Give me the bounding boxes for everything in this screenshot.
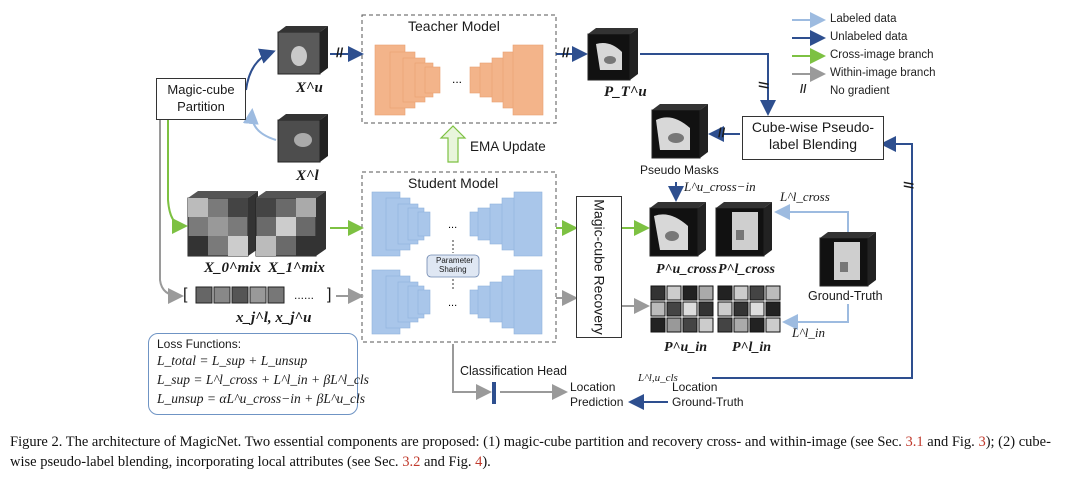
figure-caption: Figure 2. The architecture of MagicNet. … <box>10 432 1072 472</box>
arrow-student-to-classhead <box>452 344 492 400</box>
label-lcross-l: L^l_cross <box>780 189 830 204</box>
xl-cube <box>277 114 328 163</box>
label-lin-l: L^l_in <box>792 325 825 340</box>
legend-no-gradient-mark: // <box>800 84 807 96</box>
legend-cross: Cross-image branch <box>830 49 934 61</box>
recovery-label: Magic-cube Recovery <box>591 199 608 335</box>
magic-cube-partition-box: Magic-cube Partition <box>156 78 246 120</box>
parameter-sharing-box <box>426 254 480 278</box>
x1mix-cube <box>255 191 326 257</box>
pcross-l-cube <box>715 202 772 257</box>
architecture-diagram: ... ... ... <box>159 12 913 410</box>
student-model-label: Student Model <box>408 175 499 191</box>
student-layers-bottom <box>371 269 543 335</box>
label-lcross-in: L^u_cross−in <box>684 179 756 194</box>
ground-truth-label: Ground-Truth <box>808 289 883 303</box>
ema-update-label: EMA Update <box>470 139 546 154</box>
blending-label-line1: Cube-wise Pseudo- <box>751 119 875 135</box>
pin-u-grid <box>650 285 714 333</box>
caption-ref-fig-4[interactable]: 4 <box>475 454 483 470</box>
magic-cube-recovery-box: Magic-cube Recovery <box>576 196 622 338</box>
arrow-pin-to-blending <box>712 136 913 379</box>
teacher-ellipsis: ... <box>452 72 462 86</box>
caption-mid2: ); (2) cube-wise pseudo-label blending, … <box>10 434 1051 470</box>
arrow-xl-to-partition <box>242 108 277 141</box>
caption-mid1: and Fig. <box>923 434 979 450</box>
patch-close-bracket: ] <box>327 286 332 303</box>
ground-truth-cube <box>819 232 876 287</box>
label-x0mix: X_0^mix <box>204 260 261 276</box>
x0mix-cube <box>187 191 258 257</box>
legend-within: Within-image branch <box>830 67 936 79</box>
location-gt-line2: Ground-Truth <box>672 395 744 409</box>
caption-ref-fig-3[interactable]: 3 <box>978 434 986 450</box>
label-lcls: L^l,u_cls <box>638 372 678 384</box>
no-gradient-mark-loop: // <box>900 181 916 189</box>
student-layers-top <box>371 191 543 257</box>
ema-arrow <box>439 125 467 163</box>
label-xl: X^l <box>296 168 319 184</box>
caption-mid3: and Fig. <box>420 454 476 470</box>
label-pcross-u: P^u_cross <box>656 262 717 277</box>
pseudo-masks-label: Pseudo Masks <box>640 163 719 177</box>
location-prediction-line1: Location <box>570 380 616 394</box>
no-gradient-mark-masks: // <box>718 125 726 140</box>
caption-prefix: Figure 2. The architecture of MagicNet. … <box>10 434 906 450</box>
location-prediction-line2: Prediction <box>570 395 624 409</box>
pseudo-mask-cube <box>651 104 708 159</box>
label-pt: P_T^u <box>604 84 647 100</box>
label-pcross-l: P^l_cross <box>718 262 775 277</box>
loss-unsup: L_unsup = αL^u_cross−in + βL^u_cls <box>157 391 366 406</box>
caption-suffix: ). <box>482 454 491 470</box>
legend-labeled: Labeled data <box>830 13 897 25</box>
loss-functions-box: Loss Functions: L_total = L_sup + L_unsu… <box>148 333 369 415</box>
classification-head-bar <box>492 382 496 404</box>
partition-label-line1: Magic-cube <box>167 82 235 97</box>
cube-wise-blending-box: Cube-wise Pseudo- label Blending <box>742 116 884 160</box>
label-pin-u: P^u_in <box>664 340 707 355</box>
classification-head-label: Classification Head <box>460 364 567 378</box>
patch-ellipsis: ...... <box>294 288 315 302</box>
arrow-gt-to-pcross <box>774 204 849 232</box>
student-ellipsis-top: ... <box>448 219 457 231</box>
parameter-sharing-label-2: Sharing <box>439 265 467 274</box>
legend-no-gradient: No gradient <box>830 85 890 97</box>
loss-total: L_total = L_sup + L_unsup <box>157 353 308 368</box>
parameter-sharing-label-1: Parameter <box>436 256 474 265</box>
teacher-layers <box>374 44 544 116</box>
pcross-u-cube <box>649 202 706 257</box>
partition-label-line2: Partition <box>177 99 225 114</box>
label-pin-l: P^l_in <box>732 340 772 355</box>
label-xu: X^u <box>296 80 323 96</box>
arrow-pt-to-blending <box>640 53 776 116</box>
legend-unlabeled: Unlabeled data <box>830 31 908 43</box>
label-x1mix: X_1^mix <box>268 260 325 276</box>
patch-row <box>195 286 285 304</box>
patch-open-bracket: [ <box>183 286 188 303</box>
blending-label-line2: label Blending <box>769 136 857 152</box>
label-xj: x_j^l, x_j^u <box>236 310 312 326</box>
pin-l-grid <box>717 285 781 333</box>
xu-cube <box>277 26 328 75</box>
loss-sup: L_sup = L^l_cross + L^l_in + βL^l_cls <box>157 372 369 387</box>
caption-ref-sec-3-2[interactable]: 3.2 <box>402 454 421 470</box>
teacher-model-box <box>361 14 557 124</box>
location-gt-line1: Location <box>672 380 718 394</box>
arrow-partition-to-xu <box>245 48 276 91</box>
caption-ref-sec-3-1[interactable]: 3.1 <box>905 434 924 450</box>
arrow-gt-to-pin <box>782 304 849 330</box>
arrow-partition-to-mix <box>167 118 188 234</box>
student-ellipsis-bottom: ... <box>448 297 457 309</box>
no-gradient-mark-xu: // <box>336 45 344 60</box>
teacher-model-label: Teacher Model <box>408 18 500 34</box>
no-gradient-mark-blend: // <box>755 81 771 89</box>
arrow-partition-to-patches <box>159 118 184 304</box>
pt-cube <box>587 28 638 81</box>
loss-title: Loss Functions: <box>157 337 242 351</box>
no-gradient-mark-pt: // <box>562 45 570 60</box>
